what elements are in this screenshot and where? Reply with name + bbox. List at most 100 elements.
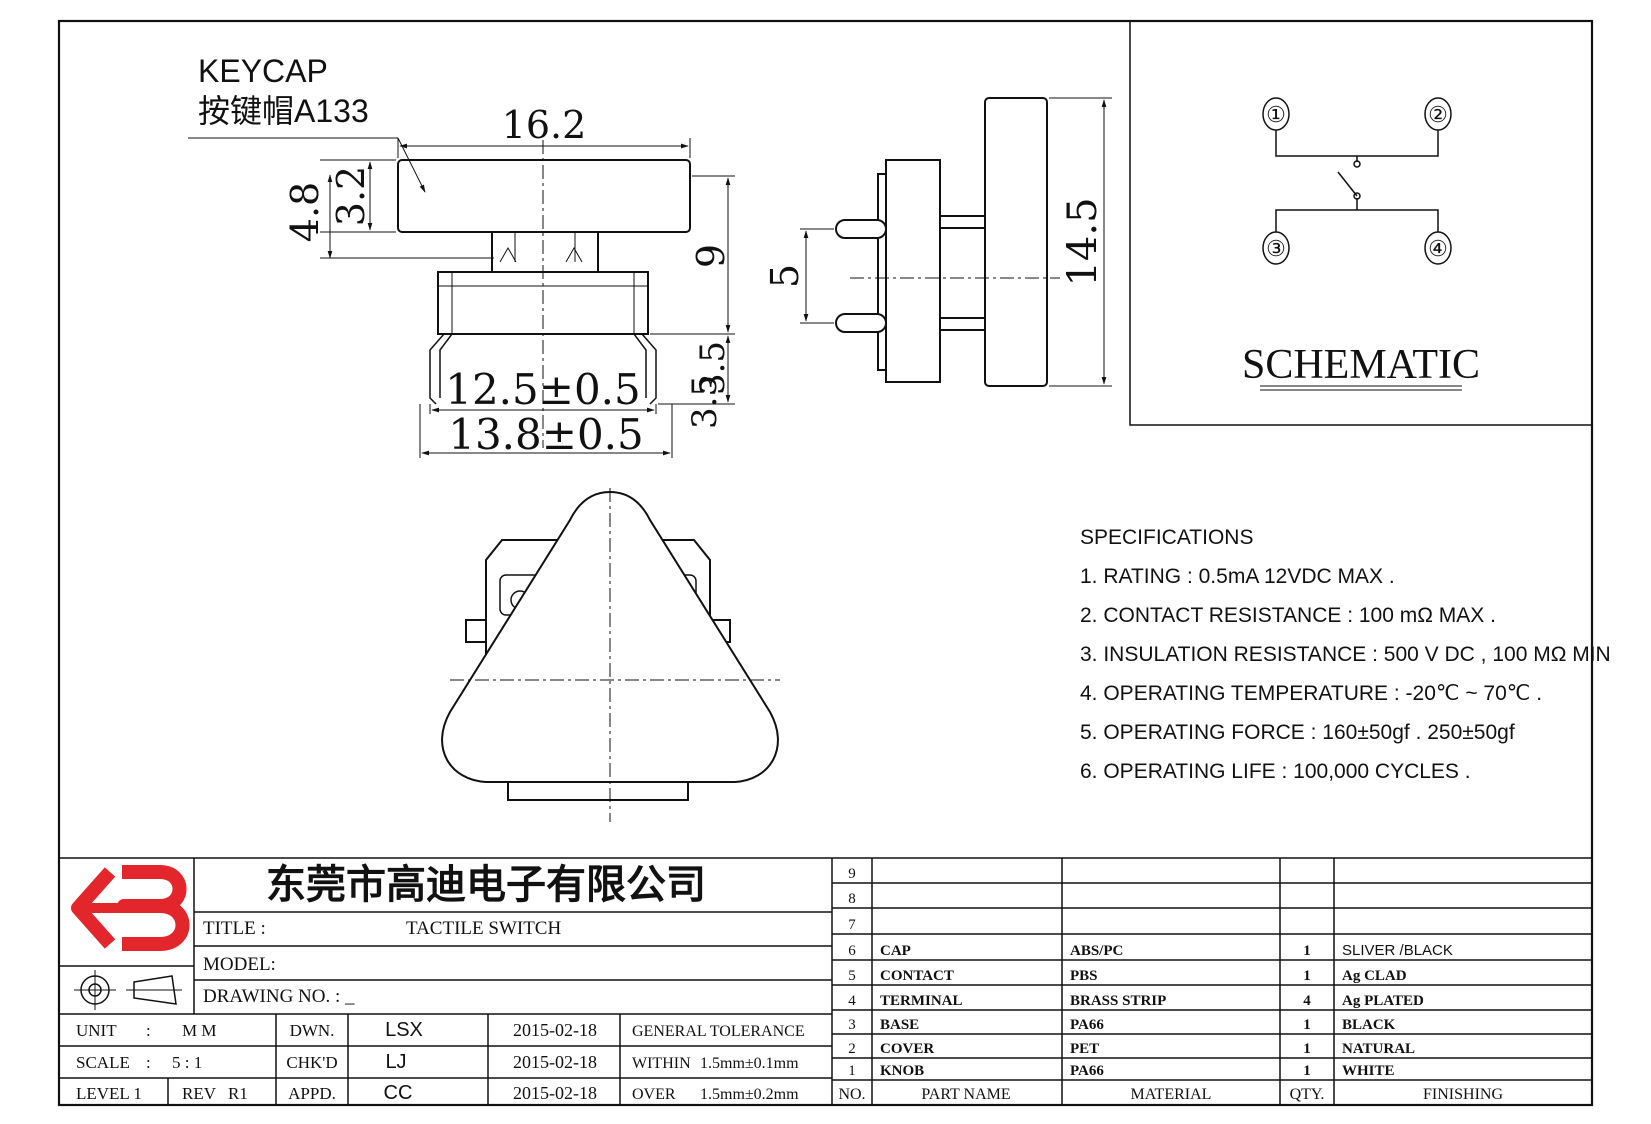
rev-label: REV [182,1084,217,1103]
scale-label: SCALE [76,1053,130,1072]
unit-label: UNIT [76,1021,117,1040]
unit-value: M M [182,1021,216,1040]
bom-cell-no: 7 [848,917,856,933]
title-label: TITLE : [203,918,266,939]
scale-value: 5 : 1 [172,1053,202,1072]
switch-contact [1337,171,1358,197]
bom-cell-part: TERMINAL [880,993,963,1009]
appd-date: 2015-02-18 [513,1083,597,1103]
bom-cell-finishing: WHITE [1342,1063,1395,1079]
spec-item: 6. OPERATING LIFE : 100,000 CYCLES . [1080,760,1471,783]
dim-height: 9 [689,244,733,268]
bom-cell-material: PA66 [1070,1017,1104,1033]
bom-header-qty: QTY. [1290,1086,1325,1103]
chk-value: LJ [385,1051,406,1073]
spec-item: 2. CONTACT RESISTANCE : 100 mΩ MAX . [1080,604,1496,627]
spec-item: 5. OPERATING FORCE : 160±50gf . 250±50gf [1080,721,1515,744]
dim-leg2: 3.5 [685,375,725,429]
bom-cell-no: 6 [848,943,856,959]
bom-cell-qty: 1 [1303,1063,1311,1079]
bom-cell-part: COVER [880,1041,934,1057]
bom-cell-no: 9 [848,866,856,882]
dim-leg: 3.5 [693,341,733,395]
side-view: 5 14.5 [763,97,1112,387]
bom-table: NO. PART NAME MATERIAL QTY. FINISHING 9 8… [832,858,1592,1105]
spec-item: 3. INSULATION RESISTANCE : 500 V DC , 10… [1080,643,1611,666]
bom-cell-finishing: NATURAL [1342,1041,1415,1057]
spec-item: 1. RATING : 0.5mA 12VDC MAX . [1080,565,1395,588]
bom-cell-qty: 1 [1303,968,1311,984]
bom-cell-finishing: Ag CLAD [1342,968,1407,984]
bom-cell-part: CONTACT [880,968,954,984]
keycap-side [984,97,1048,387]
top-view [441,488,780,822]
bom-cell-part: CAP [880,943,911,959]
dwn-label: DWN. [290,1021,335,1040]
keycap-label-cn: 按键帽A133 [198,93,369,129]
schematic-title: SCHEMATIC [1242,342,1480,388]
svg-text:②: ② [1428,102,1448,127]
dim-cap-height: 3.2 [329,166,373,226]
bom-cell-qty: 1 [1303,1041,1311,1057]
svg-text::: : [146,1053,151,1072]
bom-cell-no: 2 [848,1041,856,1057]
dim-total-height: 4.8 [283,182,327,242]
svg-text:①: ① [1266,102,1286,127]
sheet-border [57,19,1594,1107]
bom-cell-finishing: BLACK [1342,1017,1396,1033]
bom-cell-material: PET [1070,1041,1099,1057]
bom-header-part: PART NAME [921,1086,1010,1103]
keycap-label: KEYCAP [198,53,328,89]
bom-cell-no: 4 [848,993,856,1009]
dim-inner: 12.5±0.5 [445,365,641,414]
title-block: 东莞市高迪电子有限公司 TITLE : TACTILE SWITCH MODEL… [59,857,1592,1105]
company-logo [71,865,190,951]
bom-cell-material: PA66 [1070,1063,1104,1079]
bom-cell-material: ABS/PC [1070,943,1123,959]
bom-cell-material: PBS [1070,968,1098,984]
dim-width: 16.2 [502,103,587,147]
bom-cell-finishing: Ag PLATED [1342,993,1424,1009]
bom-header-no: NO. [838,1086,865,1103]
svg-text:④: ④ [1428,236,1448,261]
tolerance-label: GENERAL TOLERANCE [632,1023,805,1040]
svg-text::: : [146,1021,151,1040]
spec-heading: SPECIFICATIONS [1080,526,1253,549]
appd-label: APPD. [288,1084,336,1103]
bom-header-finishing: FINISHING [1423,1086,1503,1103]
bom-cell-no: 5 [848,968,856,984]
bom-cell-qty: 4 [1303,993,1311,1009]
appd-value: CC [384,1082,413,1104]
bom-cell-qty: 1 [1303,943,1311,959]
dwn-value: LSX [385,1019,423,1041]
title-value: TACTILE SWITCH [406,918,561,939]
switch-base-side [885,159,941,383]
drawing-no-label: DRAWING NO. : _ [203,986,355,1007]
company-name: 东莞市高迪电子有限公司 [266,863,706,907]
schematic: ① ② ③ ④ SCHEMATIC [1242,97,1480,391]
over-label: OVER [632,1086,676,1103]
svg-text:③: ③ [1266,236,1286,261]
bom-cell-no: 8 [848,891,856,907]
model-label: MODEL: [203,954,276,975]
within-value: 1.5mm±0.1mm [700,1055,799,1072]
bom-cell-no: 3 [848,1017,856,1033]
front-view: 16.2 KEYCAP 按键帽A133 4.8 3.2 9 3.5 3.5 12… [188,53,735,459]
bom-cell-finishing: SLIVER /BLACK [1342,942,1453,959]
level-label: LEVEL 1 [76,1084,142,1103]
within-label: WITHIN [632,1055,691,1072]
stem-front [491,231,599,273]
bom-cell-material: BRASS STRIP [1070,993,1166,1009]
rev-value: R1 [228,1084,248,1103]
bom-cell-qty: 1 [1303,1017,1311,1033]
specifications: SPECIFICATIONS 1. RATING : 0.5mA 12VDC M… [1080,526,1611,783]
chk-date: 2015-02-18 [513,1052,597,1072]
keycap-front [397,159,691,233]
dwn-date: 2015-02-18 [513,1020,597,1040]
bom-cell-part: KNOB [880,1063,924,1079]
bom-header-material: MATERIAL [1131,1086,1212,1103]
over-value: 1.5mm±0.2mm [700,1086,799,1103]
projection-symbol-icon [74,970,182,1010]
dim-outer: 13.8±0.5 [448,410,644,459]
